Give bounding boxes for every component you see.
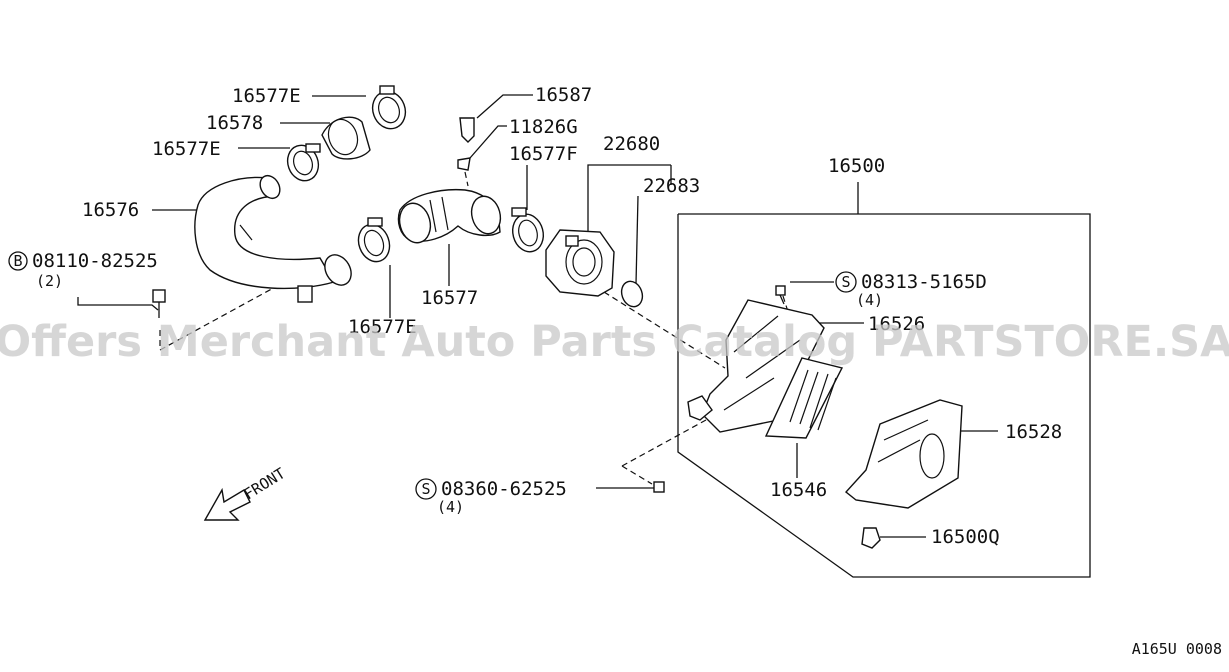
clamp-16577f xyxy=(511,207,545,253)
svg-text:S: S xyxy=(421,480,430,498)
bolt-08360 xyxy=(653,481,665,493)
label-08313-qty: (4) xyxy=(856,291,883,309)
label-08360: 08360-62525 xyxy=(441,478,567,500)
hose-16577 xyxy=(397,188,502,244)
gasket-22683 xyxy=(620,280,644,308)
label-16577f: 16577F xyxy=(509,143,578,165)
label-16500q: 16500Q xyxy=(931,526,1000,548)
label-16576: 16576 xyxy=(82,199,139,221)
screw-08313 xyxy=(775,285,786,305)
svg-text:S: S xyxy=(841,273,850,291)
duct-16576 xyxy=(194,174,352,303)
front-arrow-icon xyxy=(203,487,251,521)
label-16528: 16528 xyxy=(1005,421,1062,443)
label-16577: 16577 xyxy=(421,287,478,309)
label-11826g: 11826G xyxy=(509,116,578,138)
diagram-code: A165U 0008 xyxy=(1132,640,1222,658)
marker-s1: S xyxy=(835,271,857,293)
label-16577e-mid: 16577E xyxy=(152,138,221,160)
leader-lines xyxy=(77,94,998,538)
clamp-16577e-bot xyxy=(357,217,391,263)
clamp-16577e-mid xyxy=(286,143,321,182)
clamp-16577e-top xyxy=(371,85,407,130)
drain-16500q xyxy=(861,527,881,549)
fitting-16587 xyxy=(459,117,475,143)
label-16546: 16546 xyxy=(770,479,827,501)
label-08110: 08110-82525 xyxy=(32,250,158,272)
label-16578: 16578 xyxy=(206,112,263,134)
housing-16526 xyxy=(687,299,825,433)
housing-16528 xyxy=(844,399,963,509)
label-16500: 16500 xyxy=(828,155,885,177)
clip-11826g xyxy=(457,157,471,171)
label-22683: 22683 xyxy=(643,175,700,197)
element-16546 xyxy=(764,357,844,439)
air-cleaner-frame xyxy=(677,182,1091,578)
label-16587: 16587 xyxy=(535,84,592,106)
label-08360-qty: (4) xyxy=(437,498,464,516)
label-22680: 22680 xyxy=(603,133,660,155)
hose-16578 xyxy=(321,116,371,160)
label-16577e-top: 16577E xyxy=(232,85,301,107)
label-front: FRONT xyxy=(241,464,289,503)
part-labels: 16577E 16578 16577E 16576 08110-82525 (2… xyxy=(32,84,1062,548)
bolt-08110 xyxy=(152,289,166,318)
label-16577e-bot: 16577E xyxy=(348,316,417,338)
throttle-body-22680 xyxy=(545,229,615,297)
marker-b: B xyxy=(8,251,28,271)
svg-text:B: B xyxy=(13,252,22,270)
watermark: Offers Merchant Auto Parts Catalog PARTS… xyxy=(0,317,1229,367)
label-16526: 16526 xyxy=(868,313,925,335)
label-08110-qty: (2) xyxy=(36,272,63,290)
marker-s2: S xyxy=(415,478,437,500)
label-08313: 08313-5165D xyxy=(861,271,987,293)
